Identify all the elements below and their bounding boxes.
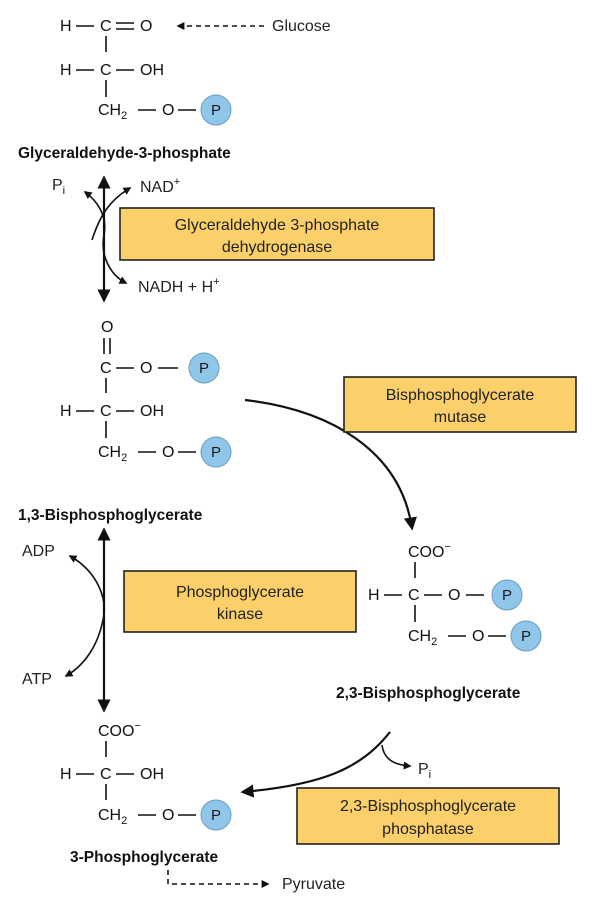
atom-o: O <box>140 360 152 377</box>
atom-o: O <box>101 319 113 336</box>
inorganic-phosphate-label: Pi <box>52 177 65 197</box>
atom-h: H <box>60 62 72 79</box>
compound-name-bpg23: 2,3-Bisphosphoglycerate <box>336 685 521 702</box>
compound-name-g3p: Glyceraldehyde-3-phosphate <box>18 145 231 162</box>
atom-o: O <box>448 587 460 604</box>
atom-h: H <box>368 587 380 604</box>
enzyme-label: mutase <box>434 409 487 426</box>
phosphate-icon <box>491 579 523 611</box>
atom-oh: OH <box>140 62 164 79</box>
phosphate-label: P <box>211 102 221 119</box>
bpg23-structure: COO− H C O P CH2 O P <box>368 541 542 652</box>
bpg13-structure: O C O P H C OH CH2 O P <box>60 319 232 468</box>
glucose-label: Glucose <box>272 18 331 35</box>
atom-c: C <box>100 62 112 79</box>
pi-nadh-curve <box>83 191 128 284</box>
compound-name-bpg13: 1,3-Bisphosphoglycerate <box>18 507 203 524</box>
pi-release-curve <box>381 744 412 770</box>
phosphate-icon <box>200 436 232 468</box>
atom-ch2: CH2 <box>98 444 127 464</box>
atom-c: C <box>100 360 112 377</box>
enzyme-label: Glyceraldehyde 3-phosphate <box>175 217 380 234</box>
enzyme-label: kinase <box>217 606 263 623</box>
atom-o: O <box>162 102 174 119</box>
atom-c: C <box>100 18 112 35</box>
atom-ch2: CH2 <box>98 102 127 122</box>
phosphate-label: P <box>211 807 221 824</box>
enzyme-box-mutase <box>343 376 577 433</box>
atom-oh: OH <box>140 403 164 420</box>
reaction-arrow-phosphatase <box>240 731 391 798</box>
enzyme-label: phosphatase <box>382 821 474 838</box>
atom-h: H <box>60 403 72 420</box>
phosphate-label: P <box>521 628 531 645</box>
pg3-structure: COO− H C OH CH2 O P <box>60 720 232 831</box>
enzyme-label: dehydrogenase <box>222 239 332 256</box>
atom-coo: COO− <box>408 541 451 561</box>
atom-h: H <box>60 766 72 783</box>
nad-label: NAD+ <box>140 176 180 196</box>
compound-name-pg3: 3-Phosphoglycerate <box>70 849 219 866</box>
atom-h: H <box>60 18 72 35</box>
atom-ch2: CH2 <box>408 628 437 648</box>
enzyme-box-g3p-dehydrogenase <box>119 207 435 261</box>
phosphate-icon <box>188 352 220 384</box>
atom-c: C <box>100 403 112 420</box>
nadh-label: NADH + H+ <box>138 276 220 296</box>
reaction-arrow-mutase <box>244 398 417 531</box>
nad-curve <box>91 187 132 241</box>
atom-c: C <box>100 766 112 783</box>
adp-atp-curve <box>64 555 105 677</box>
atom-ch2: CH2 <box>98 807 127 827</box>
phosphate-icon <box>510 620 542 652</box>
pyruvate-label: Pyruvate <box>282 876 345 893</box>
atom-o: O <box>162 444 174 461</box>
atp-label: ATP <box>22 671 52 688</box>
enzyme-label: 2,3-Bisphosphoglycerate <box>340 798 516 815</box>
inorganic-phosphate-label: Pi <box>418 761 431 781</box>
phosphate-icon <box>200 94 232 126</box>
pyruvate-arrow <box>167 870 270 888</box>
enzyme-box-kinase <box>123 570 357 633</box>
atom-o: O <box>162 807 174 824</box>
enzyme-box-phosphatase <box>296 787 560 845</box>
phosphate-label: P <box>199 360 209 377</box>
enzyme-label: Bisphosphoglycerate <box>386 387 535 404</box>
atom-o: O <box>140 18 152 35</box>
phosphate-label: P <box>502 587 512 604</box>
atom-o: O <box>472 628 484 645</box>
enzyme-label: Phosphoglycerate <box>176 584 304 601</box>
atom-oh: OH <box>140 766 164 783</box>
atom-c: C <box>408 587 420 604</box>
phosphate-label: P <box>211 444 221 461</box>
adp-label: ADP <box>22 543 55 560</box>
phosphate-icon <box>200 799 232 831</box>
g3p-structure: H C O H C OH CH2 O P <box>60 18 232 126</box>
atom-coo: COO− <box>98 720 141 740</box>
